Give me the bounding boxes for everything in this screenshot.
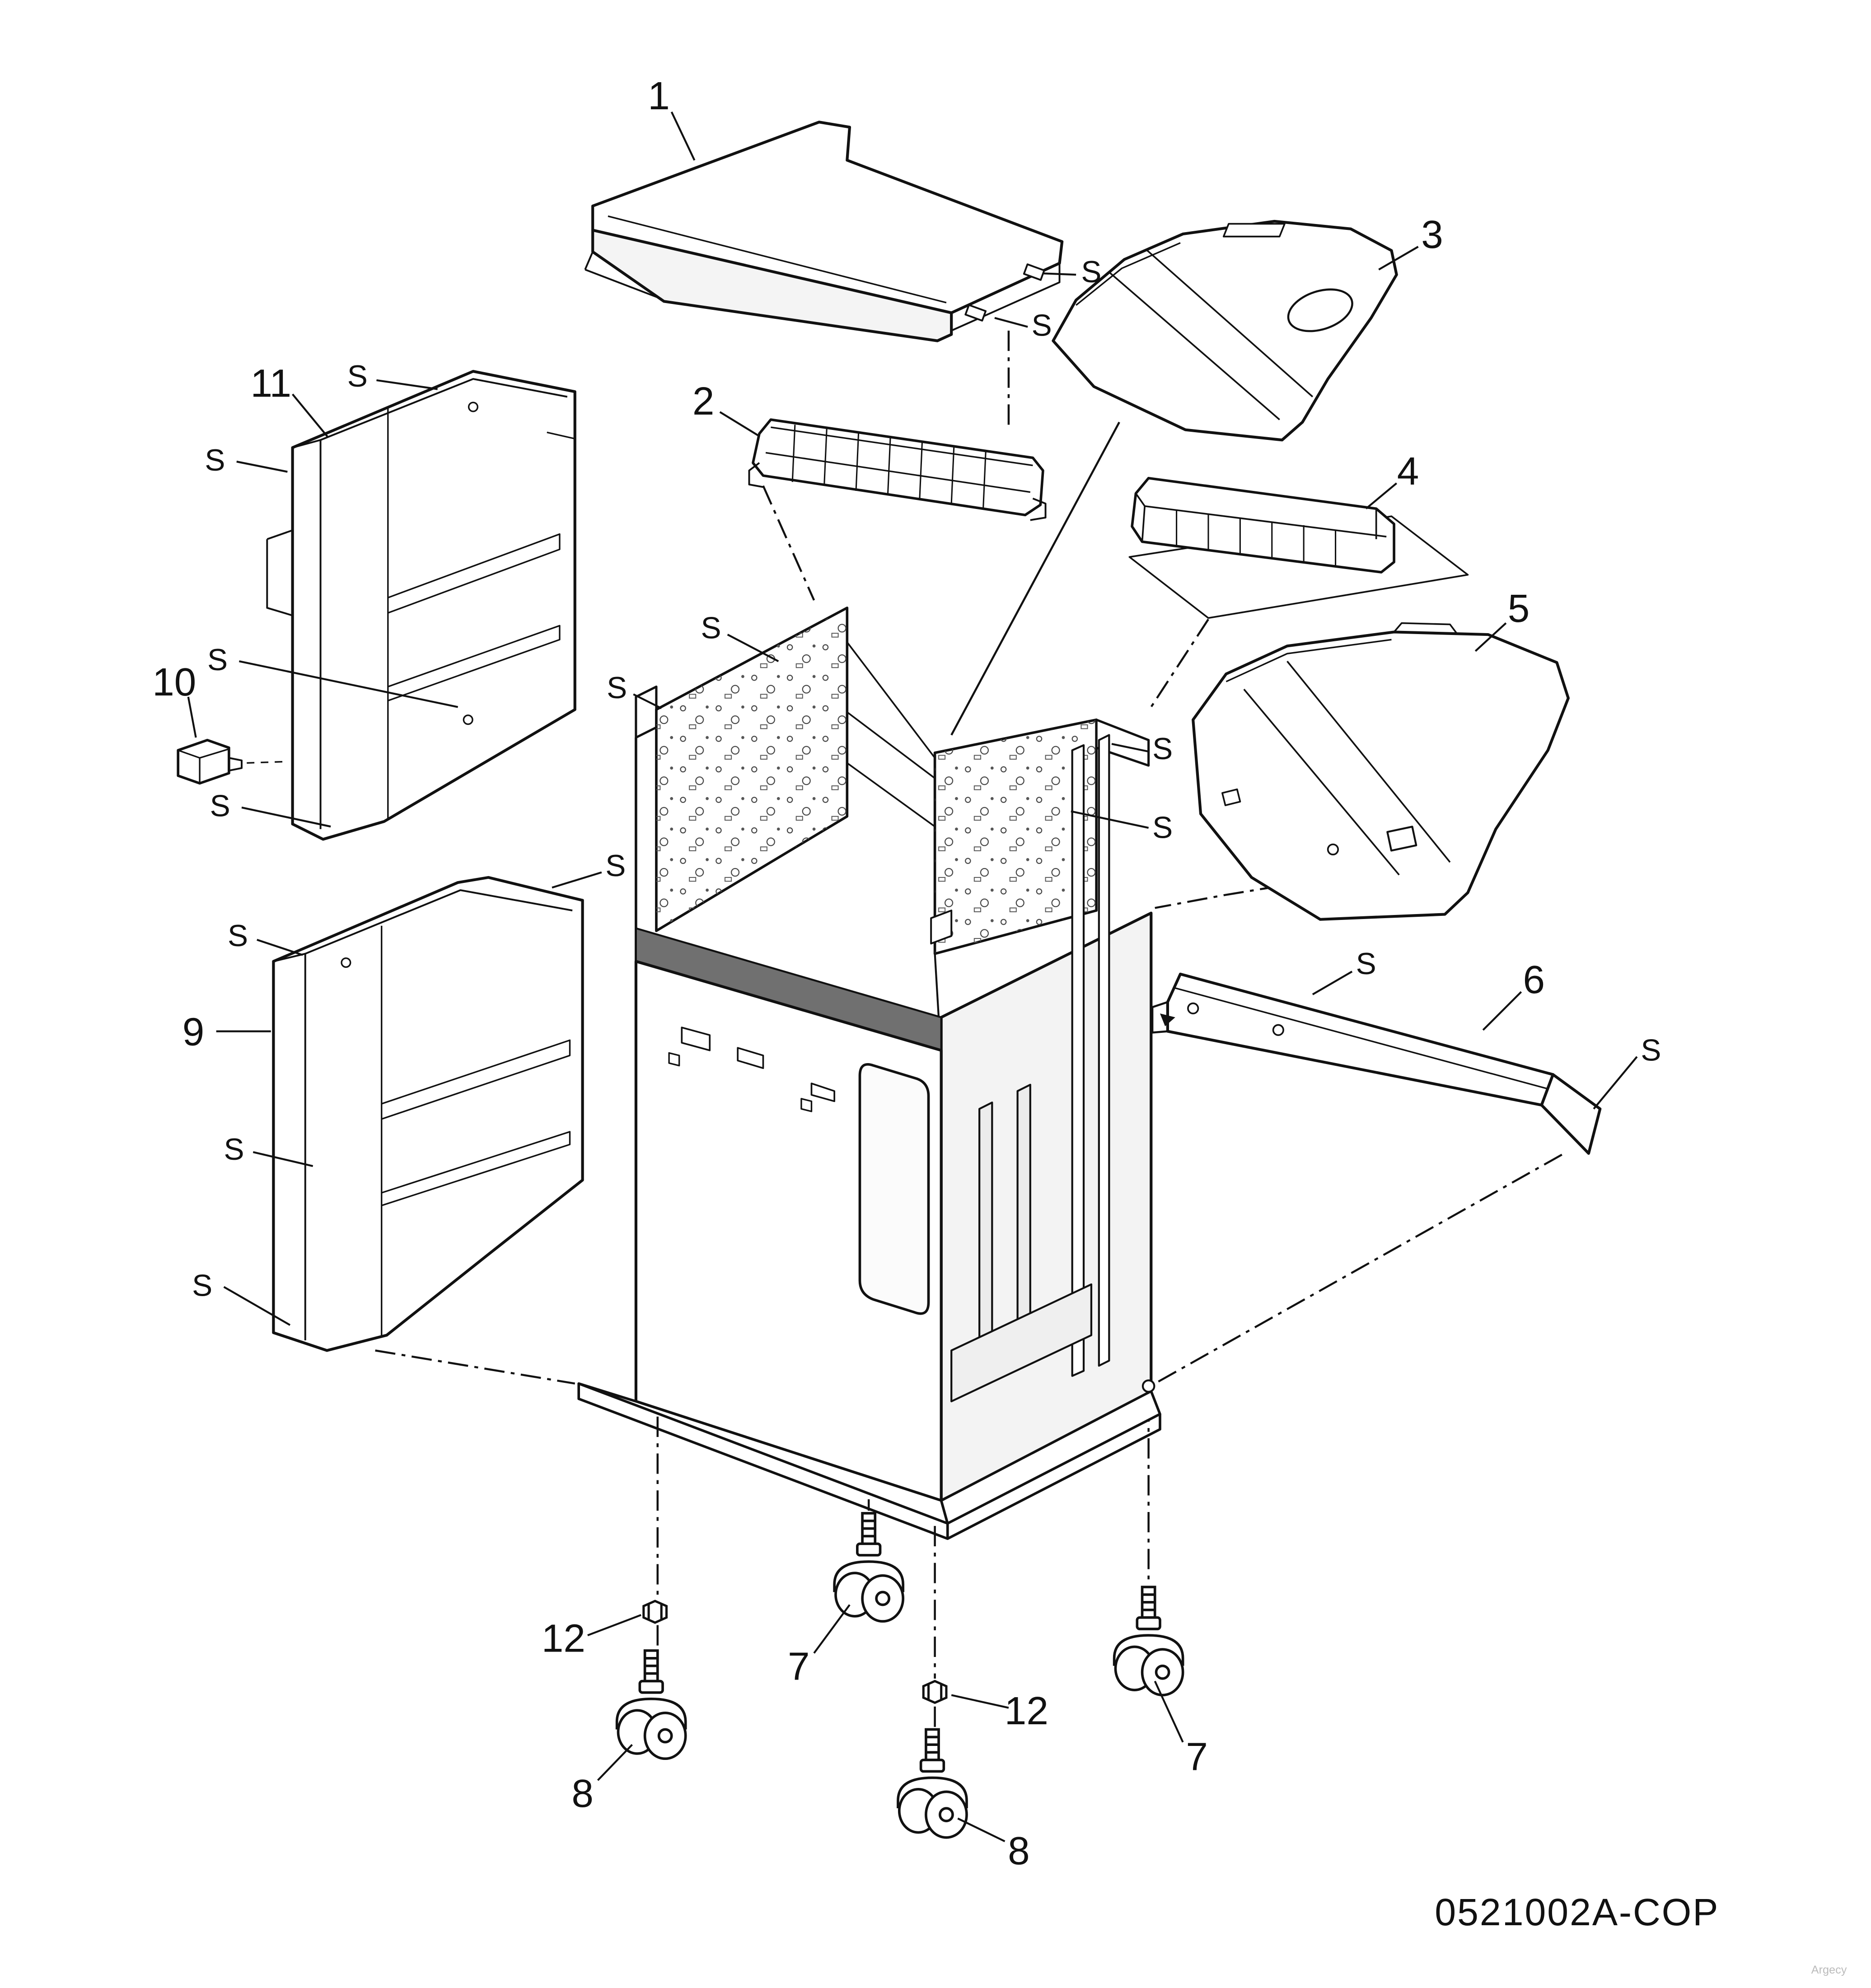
watermark: Argecy	[1811, 1964, 1847, 1976]
screw-label: S	[701, 611, 721, 645]
callout-8b: 8	[1008, 1829, 1030, 1873]
screw-label: S	[1032, 308, 1052, 342]
screw-label: S	[1152, 811, 1173, 845]
part-10-latch	[177, 738, 283, 785]
part-2-frame-crossbar	[748, 418, 1047, 521]
screw-label: S	[1356, 947, 1376, 981]
callout-5: 5	[1508, 587, 1530, 630]
callout-10: 10	[152, 660, 196, 704]
screw-label: S	[1081, 255, 1101, 289]
screw-label: S	[605, 849, 626, 883]
part-12-stem-nut-left	[642, 1600, 668, 1624]
callout-12a: 12	[542, 1617, 585, 1661]
callout-3: 3	[1421, 213, 1443, 257]
screw-label: S	[192, 1269, 212, 1302]
screw-label: S	[1641, 1033, 1661, 1067]
screw-labels: S S S S S S S S S S S S S S S S	[192, 255, 1661, 1302]
part-4-duct	[1128, 476, 1469, 619]
part-7-caster-right	[1114, 1587, 1183, 1695]
callout-6: 6	[1523, 958, 1545, 1002]
main-frame	[577, 607, 1161, 1540]
screw-label: S	[205, 443, 225, 477]
callout-7b: 7	[1186, 1735, 1208, 1779]
part-11-left-rear-cover	[266, 370, 576, 841]
callout-11: 11	[250, 362, 291, 406]
part-5-front-top-cover	[1192, 622, 1570, 921]
screw-label: S	[207, 643, 228, 677]
callout-12b: 12	[1005, 1689, 1048, 1733]
part-3-rear-top-cover	[1052, 219, 1398, 442]
part-6-rail	[1151, 972, 1602, 1155]
part-9-left-front-cover	[272, 876, 584, 1352]
callout-9: 9	[182, 1010, 205, 1054]
screw-label: S	[224, 1133, 244, 1167]
part-12-stem-nut-center	[922, 1680, 948, 1704]
part-8-caster-left	[617, 1651, 686, 1759]
screw-label: S	[1152, 732, 1173, 766]
phantom-assembly-lines	[375, 331, 1562, 1727]
part-8-caster-center	[898, 1729, 967, 1837]
part-7-caster-front	[834, 1513, 903, 1621]
screw-label: S	[347, 359, 368, 393]
callout-2: 2	[692, 379, 715, 423]
attachment-line	[950, 421, 1120, 736]
screw-label: S	[210, 789, 230, 823]
screw-label: S	[607, 671, 627, 705]
leader-lines	[187, 111, 1638, 1843]
callout-1: 1	[648, 74, 670, 118]
part-1-top-cover	[584, 121, 1064, 342]
drawing-code: 0521002A-COP	[1435, 1891, 1719, 1933]
callout-8a: 8	[571, 1772, 594, 1815]
callout-4: 4	[1397, 449, 1419, 493]
callout-7a: 7	[788, 1645, 810, 1689]
callout-numbers: 1 2 3 4 5 6 7 7 8 8 9 10 11 12 12	[152, 74, 1545, 1873]
screw-label: S	[228, 919, 248, 953]
